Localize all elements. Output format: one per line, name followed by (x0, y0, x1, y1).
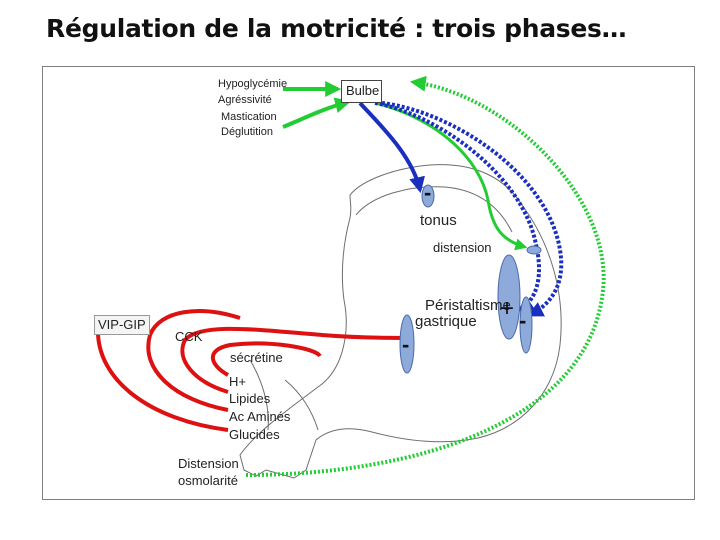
cck-label: CCK (175, 329, 203, 344)
vip-gip-box: VIP-GIP (94, 315, 150, 335)
slide-title: Régulation de la motricité : trois phase… (46, 14, 627, 43)
plus-sign: + (500, 295, 515, 322)
peristaltism-ellipse-large (497, 254, 521, 340)
bulbe-box: Bulbe (341, 80, 382, 103)
deglutition-arrow (282, 97, 352, 129)
tonus-label: tonus (420, 212, 457, 229)
osmolarite-label: osmolarité (178, 473, 238, 488)
nutrient-lipides: Lipides (229, 391, 271, 406)
distension-label: distension (433, 240, 492, 255)
right-minus-sign: - (519, 308, 527, 333)
lower-ellipse (399, 314, 415, 374)
nutrient-ac-amines: Ac Aminés (229, 409, 291, 424)
stimulus-mastication: Mastication (221, 111, 277, 123)
green-dotted-feedback (245, 75, 606, 477)
red-arc-cck (180, 326, 406, 394)
duodenum-outline (249, 359, 319, 431)
vagal-dashed-arrow-2 (381, 101, 564, 317)
vagal-tonus-arrow (358, 101, 425, 194)
peristaltism-label-2: gastrique (415, 313, 477, 330)
peristaltism-label-1: Péristaltisme (425, 297, 511, 314)
green-distension-arrow (375, 101, 528, 251)
distension-ellipse (526, 245, 542, 255)
red-arc-mid (146, 309, 241, 412)
stimulus-deglutition: Déglutition (221, 126, 273, 138)
red-arc-vip-gip (95, 327, 229, 432)
stimulus-agressivite: Agréssivité (218, 94, 272, 106)
stomach-inner-outline (355, 186, 513, 233)
red-arc-secretine (210, 341, 322, 377)
lower-minus-sign: - (402, 332, 410, 357)
nutrient-glucides: Glucides (229, 427, 280, 442)
diagram-frame (42, 66, 695, 500)
stimulus-hypoglycemie: Hypoglycémie (218, 78, 288, 90)
peristaltism-ellipse-right (519, 296, 533, 354)
distension-bottom-label: Distension (178, 456, 239, 471)
bulbe-label: Bulbe (346, 83, 380, 98)
tonus-minus-sign: - (424, 180, 432, 205)
vip-gip-label: VIP-GIP (98, 317, 146, 332)
tonus-ellipse (421, 184, 435, 208)
stomach-outline (239, 164, 562, 479)
nutrient-h-plus: H+ (229, 374, 246, 389)
secretine-label: sécrétine (230, 350, 283, 365)
